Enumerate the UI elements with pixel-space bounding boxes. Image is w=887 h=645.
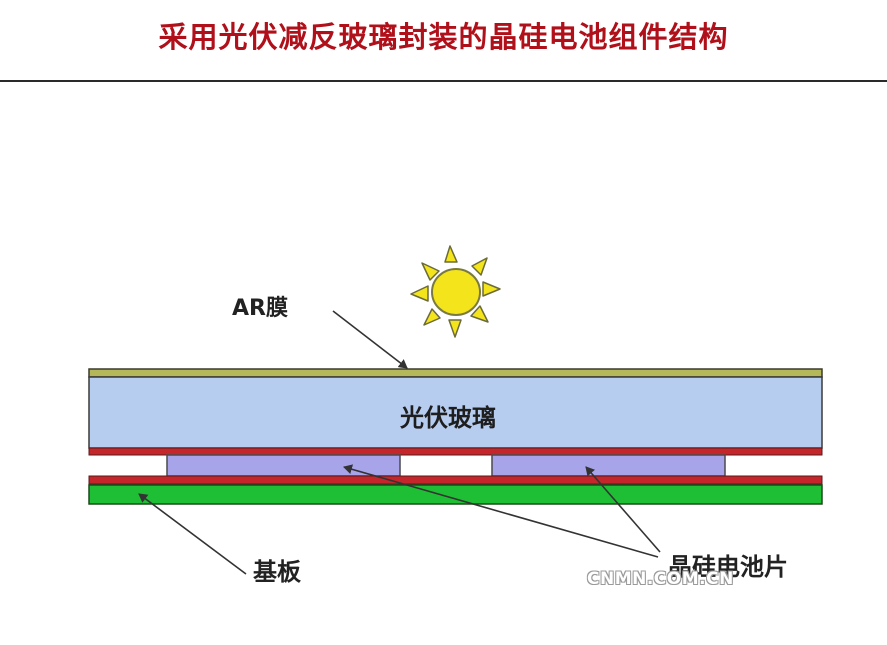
solar-cells-label: 晶硅电池片 <box>668 553 788 581</box>
ar-film-label: AR膜 <box>232 296 288 321</box>
substrate-layer <box>88 484 823 505</box>
ar-film-arrow <box>332 310 408 369</box>
pv-glass-layer <box>88 376 823 449</box>
pv-glass-label: 光伏玻璃 <box>400 404 496 432</box>
lower-encapsulant-layer <box>88 475 823 485</box>
title-divider <box>0 80 887 82</box>
ar-film-layer <box>88 368 823 378</box>
substrate-label: 基板 <box>253 558 301 586</box>
upper-encapsulant-layer <box>88 447 823 456</box>
watermark: CNMN.COM.CN <box>587 569 734 589</box>
sun-icon <box>410 245 501 338</box>
solar-cell-right <box>491 454 726 477</box>
cell-arrow-left <box>343 464 659 558</box>
slide-title: 采用光伏减反玻璃封装的晶硅电池组件结构 <box>158 20 729 54</box>
cell-arrow-right <box>585 466 661 553</box>
substrate-arrow <box>138 493 247 575</box>
